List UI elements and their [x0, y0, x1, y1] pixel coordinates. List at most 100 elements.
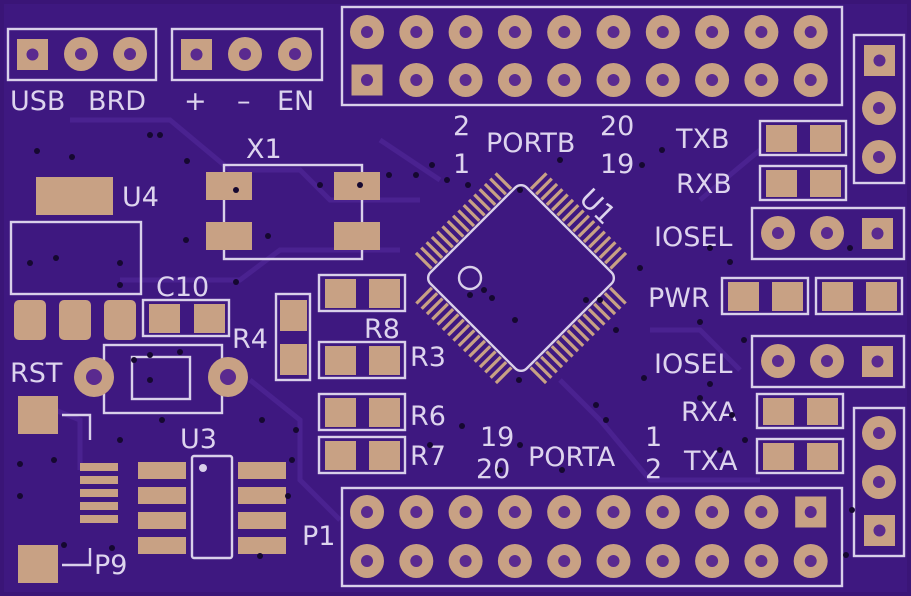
label-rst: RST	[10, 358, 63, 389]
via	[603, 417, 609, 423]
portb-pad-hole	[706, 74, 719, 86]
via	[413, 172, 419, 178]
u1-pin	[473, 193, 492, 212]
u1-pin	[572, 214, 591, 233]
porta-pad-hole	[361, 555, 373, 567]
porta-pad-hole	[410, 506, 423, 518]
label-minus: –	[237, 86, 251, 117]
u1-pin	[420, 246, 438, 265]
u1-pin	[556, 198, 575, 217]
u1-pin	[431, 302, 449, 321]
u1-pin	[467, 198, 486, 217]
u1-pin	[451, 214, 470, 233]
label-portb-2: 2	[453, 111, 470, 142]
u1-pin	[577, 219, 596, 238]
label-rxb: RXB	[676, 169, 732, 200]
rxa-jumper	[755, 392, 845, 430]
via	[697, 319, 703, 325]
via	[17, 493, 23, 499]
p9-usb-connector	[18, 463, 118, 583]
u1-pin	[462, 204, 481, 222]
via	[497, 467, 503, 473]
rxb-jumper	[758, 164, 848, 202]
u1-pin	[478, 188, 497, 206]
via	[559, 467, 565, 473]
via	[317, 182, 323, 188]
via	[51, 457, 57, 463]
u1-pin	[577, 318, 595, 337]
porta-pad-hole	[804, 555, 817, 567]
label-portb-1: 1	[453, 149, 470, 180]
label-p1: P1	[302, 521, 335, 552]
portb-pad-hole	[804, 26, 817, 38]
u1-pin	[452, 323, 471, 342]
via	[289, 457, 295, 463]
label-p9: P9	[94, 550, 127, 581]
portb-pad-hole	[459, 74, 472, 86]
label-porta: PORTA	[528, 442, 616, 473]
portb-pad-hole	[755, 74, 768, 86]
u1-pin	[478, 350, 497, 369]
u1-pin	[561, 204, 580, 222]
via	[659, 147, 665, 153]
right-bottom-header	[852, 406, 906, 558]
via	[847, 245, 853, 251]
u1-pin	[582, 313, 601, 332]
u1-pin	[598, 297, 617, 316]
label-porta-2: 2	[645, 454, 662, 485]
u1-pin	[604, 246, 622, 265]
via	[117, 437, 123, 443]
u1-pin	[446, 219, 465, 238]
porta-pad-hole	[656, 555, 669, 567]
via	[429, 162, 435, 168]
u1-pin	[457, 329, 476, 348]
porta-pad-hole	[656, 506, 669, 518]
u1-pin	[473, 345, 492, 363]
label-txa: TXA	[683, 446, 738, 477]
via	[459, 423, 465, 429]
u1-pin	[415, 286, 434, 305]
porta-pad-hole	[558, 555, 571, 567]
u1-pin	[582, 225, 601, 244]
u1-pin	[545, 350, 564, 369]
u1-pin	[420, 292, 439, 310]
label-plus: +	[184, 86, 207, 117]
u1-pin	[534, 361, 553, 379]
label-txb: TXB	[675, 124, 730, 155]
portb-pad-hole	[558, 74, 571, 86]
label-c10: C10	[156, 272, 209, 303]
via	[597, 297, 603, 303]
via	[34, 148, 40, 154]
portb-pad-hole	[656, 26, 669, 38]
portb-pad-hole	[755, 26, 768, 38]
label-r4: R4	[232, 324, 268, 355]
u1-pin	[571, 323, 590, 342]
via	[444, 177, 450, 183]
portb-pad-hole	[459, 26, 472, 38]
via	[843, 552, 849, 558]
via	[159, 417, 165, 423]
via	[729, 412, 735, 418]
label-x1: X1	[246, 134, 282, 165]
x1-crystal	[206, 163, 380, 261]
rst-button	[74, 343, 248, 415]
u1-pin	[494, 366, 513, 385]
label-r3: R3	[410, 342, 446, 373]
porta-pad-hole	[508, 555, 521, 567]
via	[117, 282, 123, 288]
porta-pad-hole	[755, 555, 768, 567]
u1-pin	[468, 339, 487, 358]
via	[707, 245, 713, 251]
u1-pin	[588, 230, 606, 249]
u1-pin	[425, 241, 444, 259]
u1-pin	[555, 339, 574, 358]
u1-pin	[529, 366, 548, 385]
via	[593, 402, 599, 408]
via	[849, 507, 855, 513]
via	[69, 154, 75, 160]
portb-pad-hole	[410, 74, 423, 86]
r7-resistor	[317, 435, 407, 475]
via	[265, 233, 271, 239]
porta-pad-hole	[508, 506, 521, 518]
